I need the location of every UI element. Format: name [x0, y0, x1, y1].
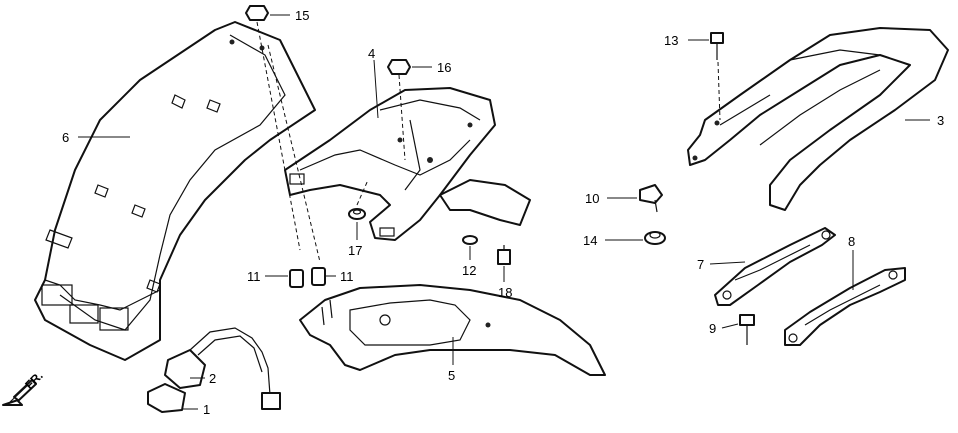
callout-5: 5	[448, 368, 455, 383]
callout-9: 9	[709, 321, 716, 336]
nut-part-15	[245, 5, 269, 21]
callout-18: 18	[498, 285, 512, 300]
callout-3: 3	[937, 113, 944, 128]
callout-14: 14	[583, 233, 597, 248]
grommet-part-14	[644, 231, 666, 245]
bracket-part	[284, 87, 496, 241]
bolt-part-18	[497, 245, 511, 265]
callout-1: 1	[203, 402, 210, 417]
callout-13: 13	[664, 33, 678, 48]
callout-16: 16	[437, 60, 451, 75]
rail-part	[784, 267, 906, 346]
grommet-part-10	[639, 184, 663, 213]
leader-lines	[78, 14, 930, 410]
front-direction-arrow-icon	[2, 379, 37, 406]
washer-part-12	[462, 235, 478, 245]
callout-17: 17	[348, 243, 362, 258]
callout-15: 15	[295, 8, 309, 23]
callout-7: 7	[697, 257, 704, 272]
plate-part	[714, 227, 836, 306]
mudguard-tip-part	[439, 179, 531, 226]
bolt-part-13	[710, 32, 724, 60]
callout-11-right: 11	[340, 269, 354, 284]
grab-rail-part	[687, 27, 949, 211]
bolt-part-9	[739, 314, 755, 345]
rear-fender-part	[299, 284, 606, 376]
callout-11-left: 11	[247, 269, 261, 284]
inner-fender-part	[34, 21, 316, 361]
callout-12: 12	[462, 263, 476, 278]
nut-part-16	[387, 59, 411, 75]
assembly-lines	[256, 21, 721, 263]
callout-6: 6	[62, 130, 69, 145]
callout-10: 10	[585, 191, 599, 206]
callout-8: 8	[848, 234, 855, 249]
lens-part	[147, 383, 186, 413]
bushing-parts	[289, 267, 326, 288]
callout-2: 2	[209, 371, 216, 386]
grommet-part-17	[348, 208, 366, 220]
callout-4: 4	[368, 46, 375, 61]
